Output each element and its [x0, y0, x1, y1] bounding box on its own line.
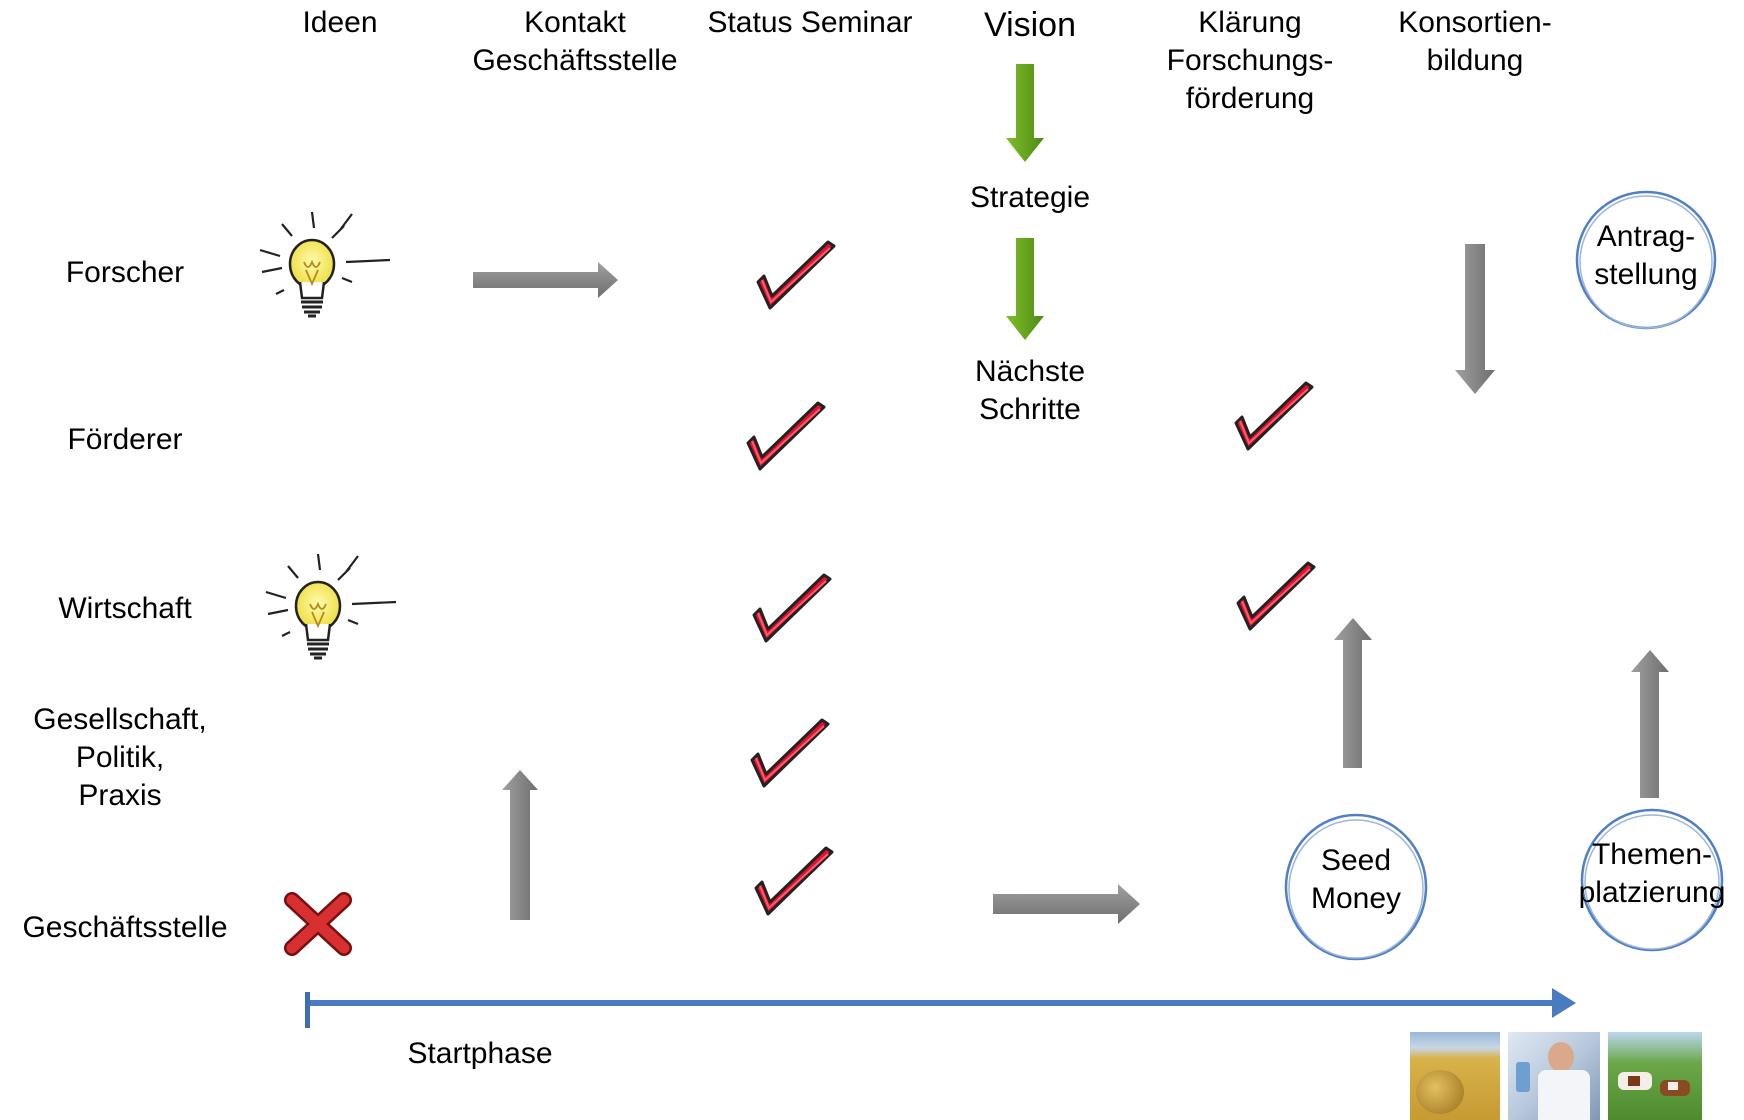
checkmark-icon — [754, 846, 834, 916]
timeline-label: Startphase — [407, 1037, 553, 1070]
checkmark-icon — [1236, 561, 1316, 631]
column-klaerung: Klärung Forschungs- förderung — [1166, 6, 1334, 115]
cross-icon — [284, 892, 352, 956]
arrow-up — [1334, 618, 1372, 768]
label-antragstellung: Antrag- stellung — [1594, 220, 1698, 291]
checkmark-icon — [756, 240, 836, 310]
arrow-up — [502, 770, 538, 920]
circle-seed-money — [1284, 813, 1428, 961]
column-status-seminar: Status Seminar — [707, 6, 913, 39]
checkmark-icon — [752, 573, 832, 643]
vision-strategie: Strategie — [969, 181, 1091, 214]
lab-photo — [1508, 1032, 1600, 1120]
column-ideen: Ideen — [302, 6, 378, 39]
checkmark-icon — [750, 718, 830, 788]
row-foerderer: Förderer — [67, 423, 183, 456]
checkmark-icon — [746, 401, 826, 471]
lightbulb-icon — [264, 552, 398, 660]
column-konsortien: Konsortien- bildung — [1398, 6, 1552, 77]
circle-themenplatzierung — [1580, 808, 1724, 952]
arrow-down — [1455, 244, 1495, 394]
vision-naechste-schritte: Nächste Schritte — [974, 355, 1086, 426]
arrow-right — [473, 262, 618, 298]
label-themenplatzierung: Themen- platzierung — [1578, 838, 1726, 909]
checkmark-icon — [1234, 381, 1314, 451]
column-vision: Vision — [984, 6, 1076, 44]
row-wirtschaft: Wirtschaft — [58, 592, 192, 625]
row-geschaeftsstelle: Geschäftsstelle — [22, 911, 228, 944]
lightbulb-icon — [258, 210, 392, 318]
arrow-down-green — [1006, 238, 1044, 340]
row-forscher: Forscher — [65, 256, 185, 289]
cows-photo — [1608, 1032, 1702, 1120]
row-gesellschaft: Gesellschaft, Politik, Praxis — [33, 703, 207, 812]
arrow-up — [1631, 650, 1669, 798]
column-kontakt: Kontakt Geschäftsstelle — [472, 6, 678, 77]
arrow-right — [993, 884, 1140, 924]
timeline-arrow — [305, 988, 1576, 1028]
arrow-down-green — [1006, 64, 1044, 162]
field-photo — [1410, 1032, 1500, 1120]
label-seed-money: Seed Money — [1310, 844, 1402, 915]
